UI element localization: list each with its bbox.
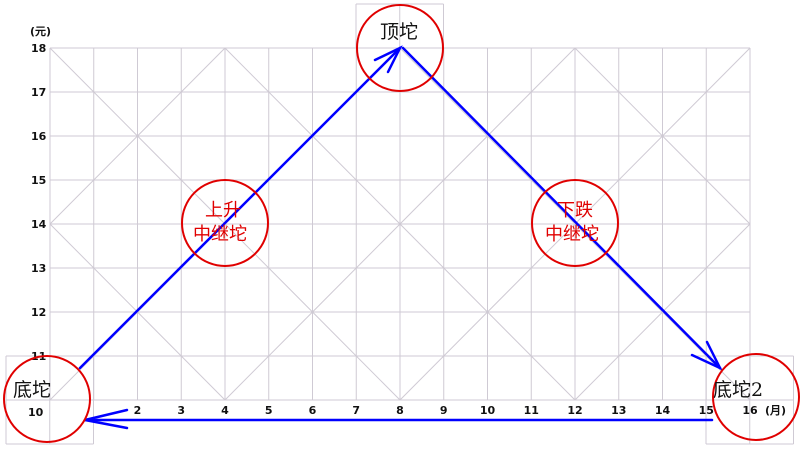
x-tick-label: 15 <box>699 404 714 417</box>
y-tick-label: 15 <box>31 174 46 187</box>
grid-diagonal <box>312 311 401 401</box>
bottom-label: 底坨 <box>13 379 51 401</box>
grid-diagonal <box>662 223 751 313</box>
bottom-circle <box>3 355 91 443</box>
top-label: 顶坨 <box>380 21 418 43</box>
grid-diagonal <box>137 135 226 225</box>
y-tick-label: 12 <box>31 306 46 319</box>
x-tick-label: 11 <box>524 404 539 417</box>
grid-diagonal <box>487 135 576 225</box>
falling-relay-circle <box>531 179 619 267</box>
x-tick-label: 4 <box>221 404 229 417</box>
grid-diagonal <box>399 311 488 401</box>
x-tick-label: 2 <box>134 404 142 417</box>
grid-diagonal <box>49 135 138 225</box>
grid-diagonal <box>487 223 576 313</box>
rising-arrow <box>78 46 402 370</box>
x-tick-label: 14 <box>655 404 671 417</box>
falling-arrow <box>401 46 722 370</box>
grid-diagonal <box>137 311 226 401</box>
rising-relay-label-2: 中继坨 <box>193 224 247 245</box>
rising-relay-label-1: 上升 <box>205 200 241 221</box>
grid-diagonal <box>137 47 226 137</box>
grid-diagonal <box>312 135 401 225</box>
rising-arrowhead <box>373 45 403 74</box>
x-tick-label: 16 <box>742 404 758 417</box>
x-tick-label: 5 <box>265 404 273 417</box>
grid-diagonal <box>224 223 313 313</box>
falling-relay-label-2: 中继坨 <box>545 224 599 245</box>
grid-diagonal <box>574 223 663 313</box>
grid-diagonal <box>224 311 313 401</box>
y-tick-label: 17 <box>31 86 46 99</box>
grid-diagonal <box>49 223 138 313</box>
y-tick-label: 18 <box>31 42 46 55</box>
x-tick-label: 12 <box>567 404 582 417</box>
grid-diagonal <box>399 223 488 313</box>
x-tick-label: 6 <box>309 404 317 417</box>
grid-diagonal <box>49 47 138 137</box>
grid-diagonal <box>662 135 751 225</box>
grid-diagonal <box>399 47 488 137</box>
falling-arrowhead <box>690 340 723 371</box>
x-tick-label: 9 <box>440 404 448 417</box>
x-tick-label: 13 <box>611 404 626 417</box>
grid-diagonal <box>487 47 576 137</box>
grid-diagonal <box>574 311 663 401</box>
x-tick-label: 8 <box>396 404 404 417</box>
grid-diagonal <box>662 47 751 137</box>
y-tick-label: 13 <box>31 262 46 275</box>
rising-relay-circle <box>181 179 269 267</box>
grid <box>5 3 794 445</box>
y-axis-unit: (元) <box>30 25 51 38</box>
top-circle <box>356 4 444 92</box>
x-tick-label: 10 <box>480 404 496 417</box>
grid-diagonal <box>574 135 663 225</box>
falling-relay-label-1: 下跌 <box>557 200 593 221</box>
y-tick-label: 16 <box>31 130 47 143</box>
grid-diagonal <box>399 135 488 225</box>
grid-diagonal <box>574 47 663 137</box>
x-tick-label: 3 <box>177 404 185 417</box>
x-axis-unit: (月) <box>765 404 786 417</box>
bottom2-circle <box>712 353 800 441</box>
grid-diagonal <box>487 311 576 401</box>
y-tick-label: 10 <box>28 406 44 419</box>
bottom2-label: 底坨2 <box>713 379 763 401</box>
x-tick-label: 7 <box>352 404 360 417</box>
grid-diagonal <box>224 47 313 137</box>
grid-diagonal <box>312 223 401 313</box>
y-tick-label: 14 <box>31 218 47 231</box>
